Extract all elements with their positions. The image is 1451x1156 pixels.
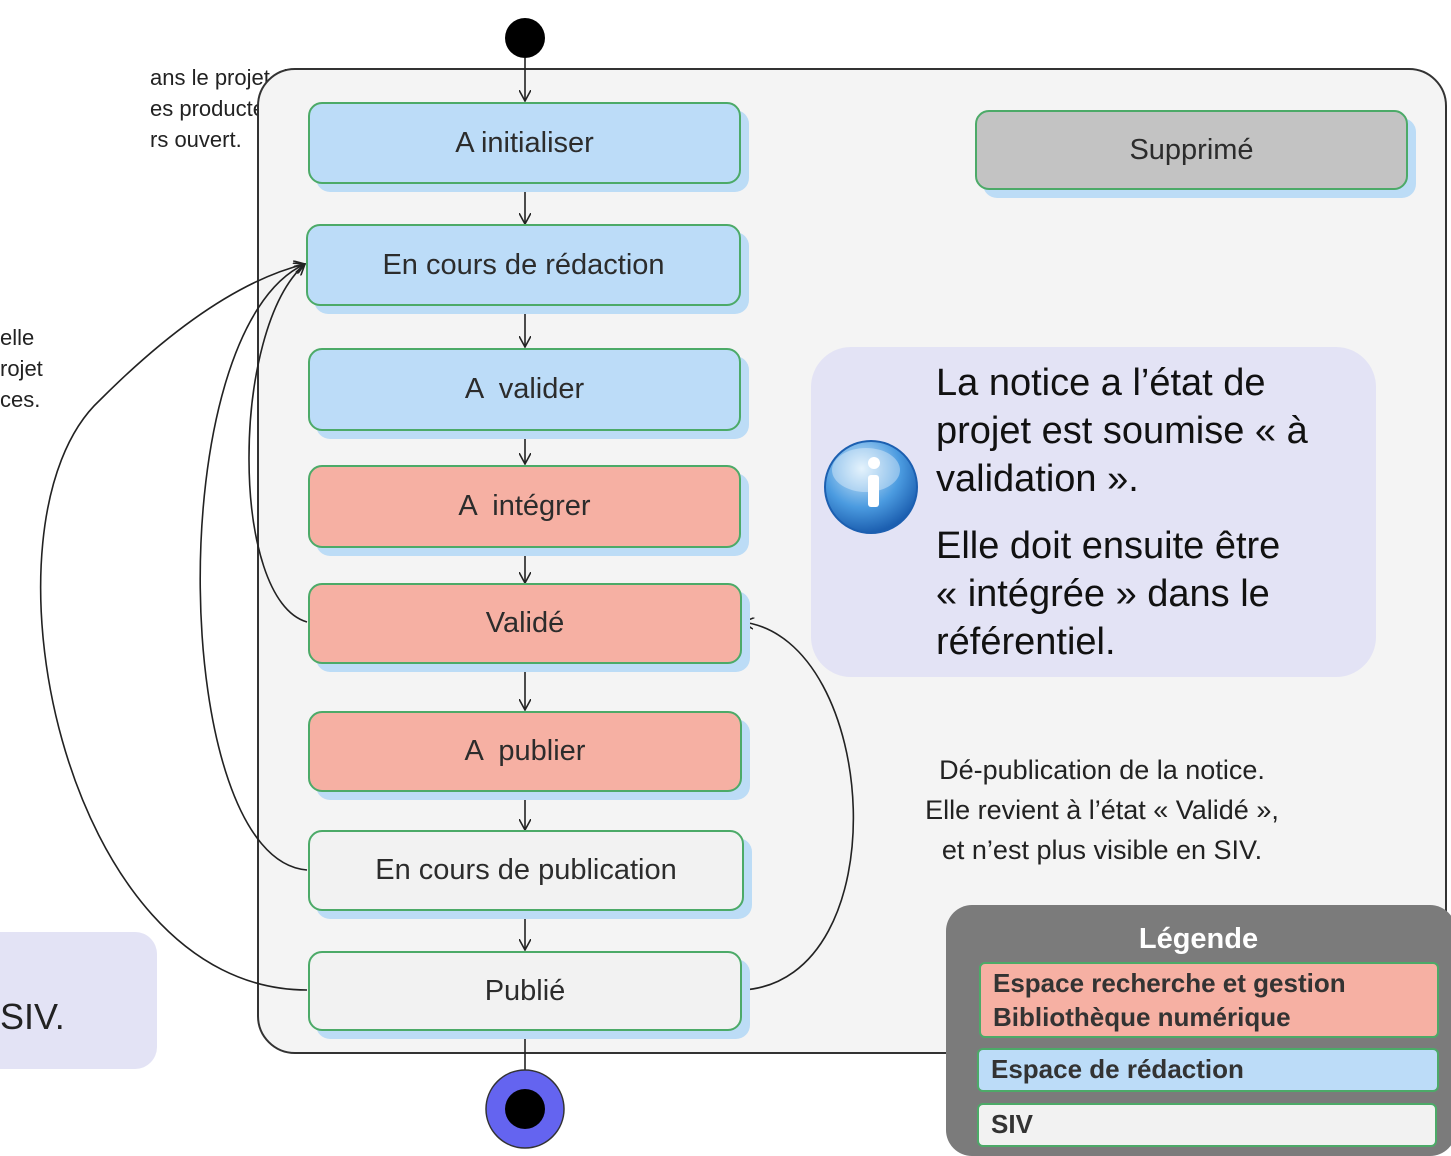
- loop-valide-to-redaction: [248, 264, 308, 623]
- state-a-publier-label: A publier: [464, 735, 586, 767]
- initial-node: [505, 18, 545, 58]
- state-a-publier: A publier: [308, 711, 742, 792]
- left-note-bottom: SIV.: [0, 996, 65, 1037]
- info-text-1: La notice a l’état de projet est soumise…: [936, 362, 1308, 500]
- depublication-line-1: Dé-publication de la notice.: [939, 755, 1265, 785]
- depublication-note: Dé-publication de la notice. Elle revien…: [884, 750, 1320, 870]
- loop-en-cours-publication-to-redaction: [199, 264, 308, 871]
- legend: Légende Espace recherche et gestion Bibl…: [946, 905, 1451, 1156]
- state-a-integrer-label: A intégrer: [458, 490, 591, 522]
- state-en-cours-redaction: En cours de rédaction: [306, 224, 741, 306]
- state-a-valider: A valider: [308, 348, 741, 431]
- state-a-integrer: A intégrer: [308, 465, 741, 548]
- left-info-box: [0, 932, 157, 1069]
- state-a-initialiser: A initialiser: [308, 102, 741, 184]
- depublication-line-2: Elle revient à l’état « Validé »,: [925, 795, 1279, 825]
- state-a-valider-label: A valider: [464, 373, 585, 405]
- loop-publie-to-valide: [743, 622, 855, 991]
- final-node-core: [505, 1089, 545, 1129]
- legend-item-white: SIV: [977, 1103, 1437, 1147]
- depublication-line-3: et n’est plus visible en SIV.: [941, 835, 1263, 865]
- legend-title: Légende: [1138, 923, 1259, 955]
- state-publie: Publié: [308, 951, 742, 1031]
- state-valide: Validé: [308, 583, 742, 664]
- info-icon: [824, 440, 918, 534]
- info-text-2: Elle doit ensuite être « intégrée » dans…: [936, 525, 1281, 663]
- left-note-middle: elle rojet ces.: [0, 325, 43, 412]
- state-publie-label: Publié: [484, 974, 566, 1007]
- loop-publie-to-redaction: [39, 264, 308, 991]
- state-valide-label: Validé: [485, 607, 565, 639]
- legend-item-blue: Espace de rédaction: [977, 1048, 1439, 1092]
- state-a-initialiser-label: A initialiser: [455, 126, 594, 159]
- state-supprime: Supprimé: [975, 110, 1408, 190]
- state-supprime-label: Supprimé: [1129, 133, 1254, 166]
- state-en-cours-redaction-label: En cours de rédaction: [382, 248, 665, 281]
- state-en-cours-publication: En cours de publication: [308, 830, 744, 911]
- legend-item-red: Espace recherche et gestion Bibliothèque…: [979, 962, 1439, 1038]
- state-en-cours-publication-label: En cours de publication: [375, 854, 677, 886]
